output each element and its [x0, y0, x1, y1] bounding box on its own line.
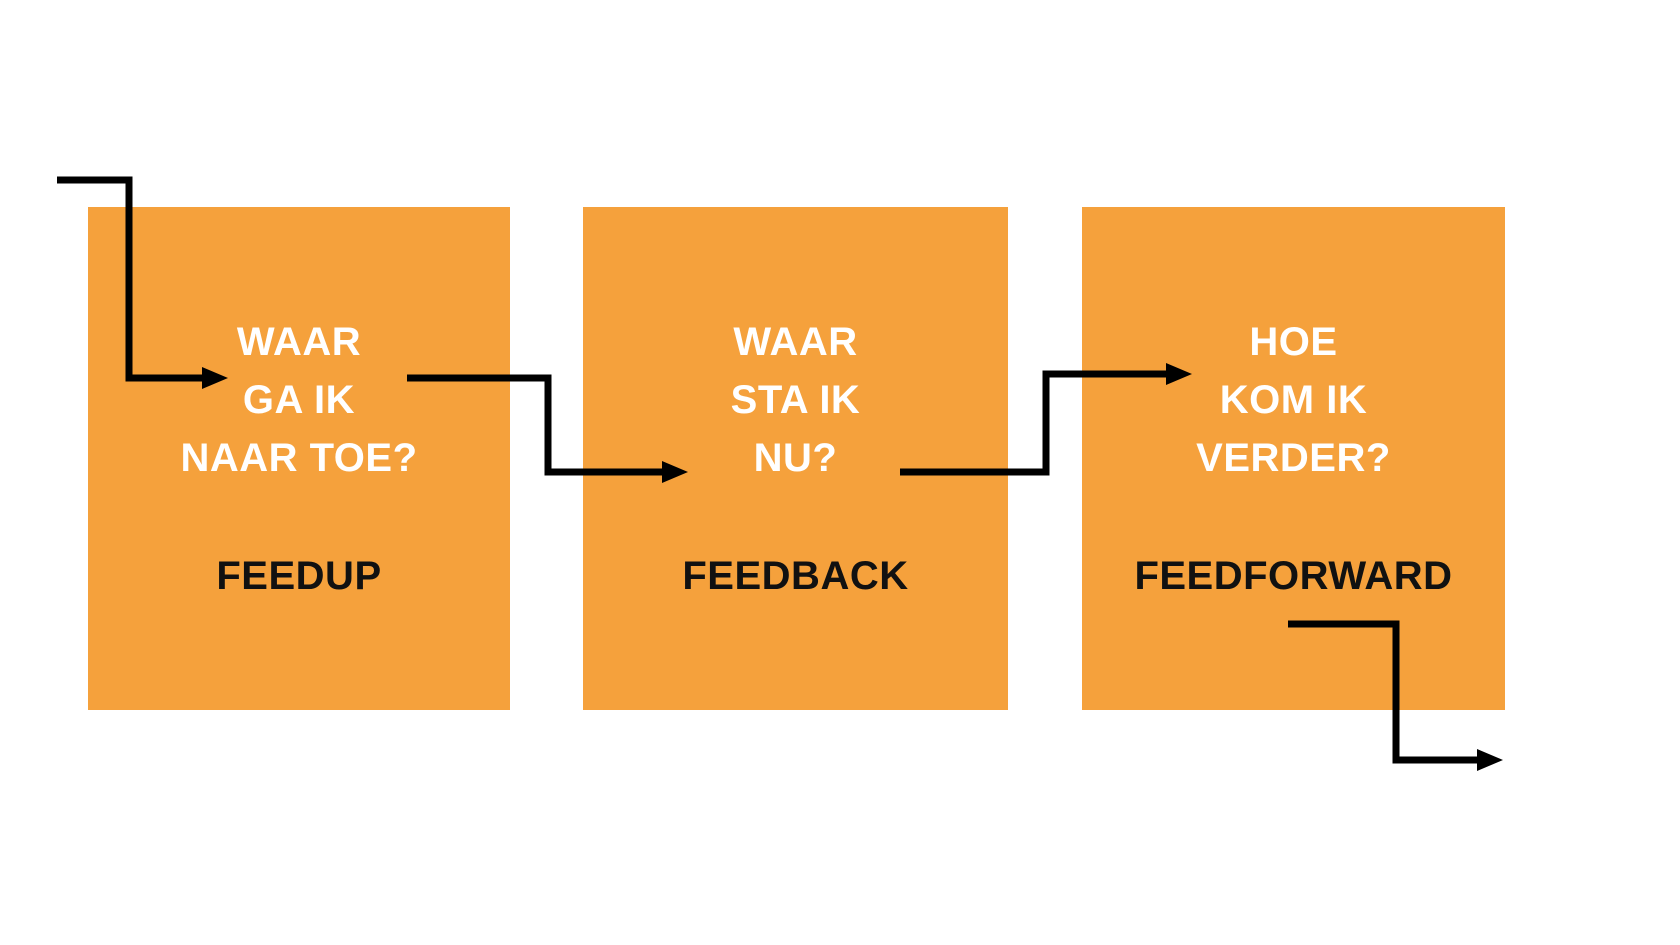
box-feedforward: HOE KOM IK VERDER? FEEDFORWARD — [1082, 207, 1505, 710]
question-line: WAAR — [733, 320, 858, 364]
box-feedup-label: FEEDUP — [216, 554, 382, 598]
box-feedback-label: FEEDBACK — [682, 554, 909, 598]
box-feedforward-label: FEEDFORWARD — [1134, 554, 1453, 598]
question-line: GA IK — [242, 378, 356, 422]
question-line: NAAR TOE? — [180, 436, 418, 480]
question-line: NU? — [753, 436, 838, 480]
question-line: STA IK — [730, 378, 861, 422]
box-feedback: WAAR STA IK NU? FEEDBACK — [583, 207, 1008, 710]
box-feedforward-question: HOE KOM IK VERDER? — [1082, 313, 1505, 487]
question-line: HOE — [1249, 320, 1338, 364]
box-feedup-question: WAAR GA IK NAAR TOE? — [88, 313, 510, 487]
question-line: WAAR — [236, 320, 362, 364]
question-line: VERDER? — [1196, 436, 1391, 480]
question-line: KOM IK — [1219, 378, 1368, 422]
box-feedback-question: WAAR STA IK NU? — [583, 313, 1008, 487]
box-feedup: WAAR GA IK NAAR TOE? FEEDUP — [88, 207, 510, 710]
